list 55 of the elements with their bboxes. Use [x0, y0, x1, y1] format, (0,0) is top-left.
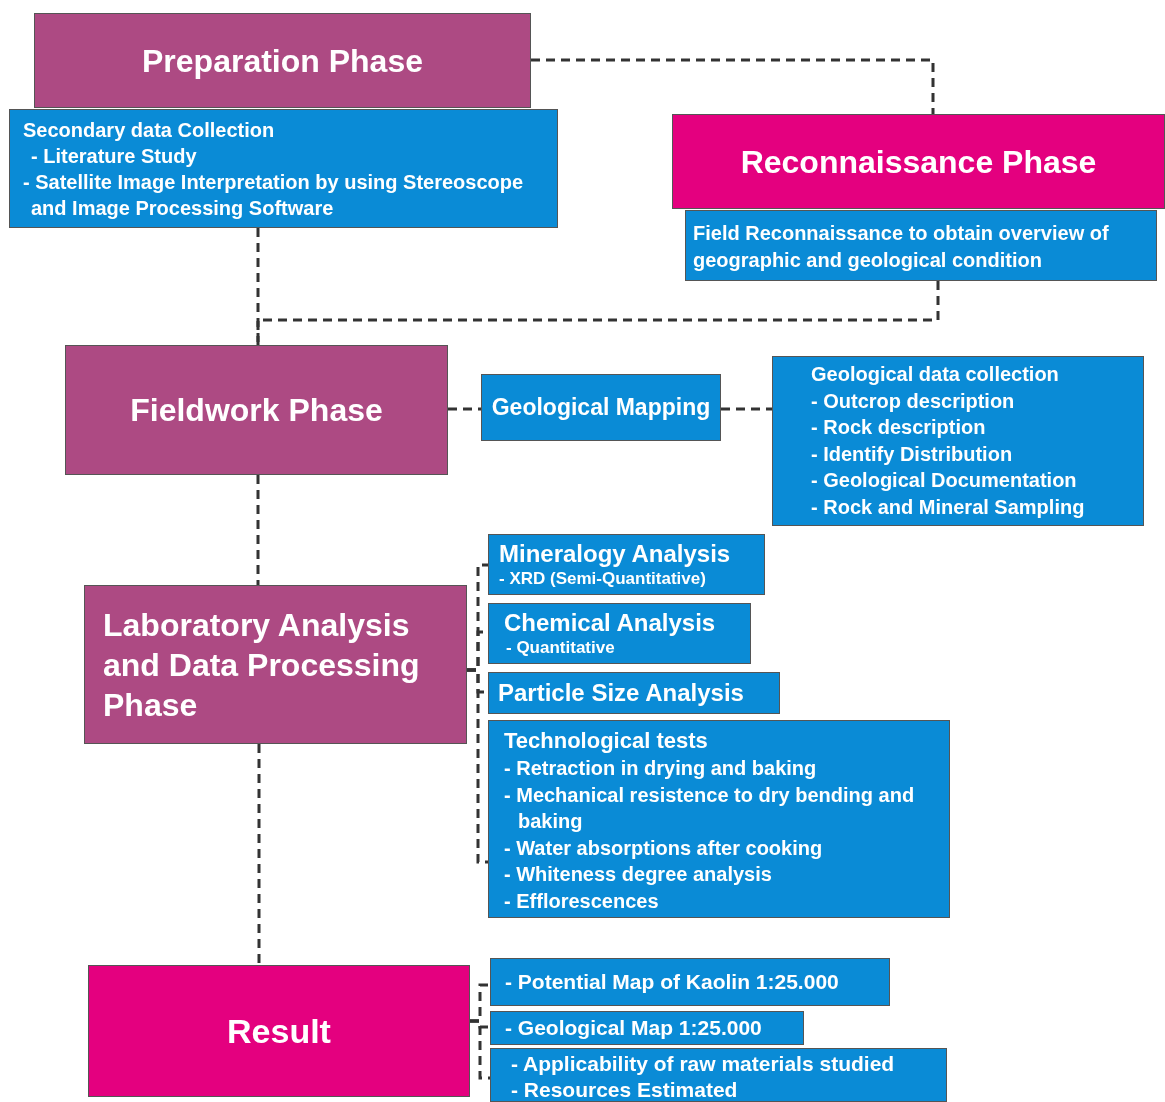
node-text: Technological tests [504, 727, 709, 755]
node-text: - Outcrop description [811, 388, 1016, 414]
node-text: - Whiteness degree analysis [504, 862, 773, 887]
info-box [490, 958, 890, 1006]
node-text: - Rock and Mineral Sampling [811, 494, 1086, 520]
connector-line [470, 1019, 490, 1080]
node-text: - XRD (Semi-Quantitative) [499, 568, 707, 590]
phase-box [84, 585, 467, 744]
node-text: - Mechanical resistence to dry bending and baking [504, 782, 916, 834]
phase-box [672, 114, 1165, 209]
node-text: Laboratory Analysis and Data Processing Phase [103, 605, 421, 725]
node-text: - Geological Map 1:25.000 [505, 1015, 763, 1042]
node-text: - Applicability of raw materials studied [511, 1051, 896, 1077]
node-text: - Potential Map of Kaolin 1:25.000 [505, 969, 840, 996]
node-text: - Water absorptions after cooking [504, 835, 824, 861]
info-box [488, 534, 765, 595]
node-text: Chemical Analysis [504, 609, 717, 637]
node-text: Preparation Phase [142, 41, 423, 81]
node-text: - Geological Documentation [811, 468, 1078, 493]
connector-line [256, 281, 940, 345]
phase-box [65, 345, 448, 475]
node-text: - Rock description [811, 415, 987, 440]
node-text: - Identify Distribution [811, 441, 1014, 467]
connector-line [721, 407, 772, 411]
node-text: - Resources Estimated [511, 1077, 739, 1102]
node-text: Field Reconnaissance to obtain overview of geographic and geological condition [693, 221, 1110, 273]
info-box [9, 109, 558, 228]
node-text: Fieldwork Phase [130, 391, 383, 430]
node-text: - Satellite Image Interpretation by using Stereoscope and Image Processing Software [23, 170, 525, 221]
info-box [488, 603, 751, 664]
info-box [772, 356, 1144, 526]
node-text: Geological Mapping [491, 393, 711, 422]
phase-box [88, 965, 470, 1097]
node-text: Particle Size Analysis [498, 678, 745, 708]
phase-box [34, 13, 531, 108]
info-box [488, 672, 780, 714]
node-text: Secondary data Collection [23, 118, 276, 143]
connector-line [467, 668, 488, 864]
connector-line [257, 744, 261, 965]
node-text: - Literature Study [30, 144, 198, 169]
connector-line [531, 58, 935, 114]
info-box [685, 210, 1157, 281]
connector-line [256, 475, 260, 585]
node-text: Geological data collection [811, 362, 1060, 387]
node-text: Result [227, 1010, 331, 1052]
connector-line [448, 407, 481, 411]
info-box [488, 720, 950, 918]
info-box [490, 1011, 804, 1045]
node-text: - Efflorescences [504, 888, 660, 914]
node-text: Reconnaissance Phase [740, 142, 1097, 182]
info-box [490, 1048, 947, 1102]
info-box [481, 374, 721, 441]
node-text: - Retraction in drying and baking [504, 756, 818, 781]
node-text: Mineralogy Analysis [499, 540, 732, 568]
node-text: - Quantitative [505, 637, 616, 659]
